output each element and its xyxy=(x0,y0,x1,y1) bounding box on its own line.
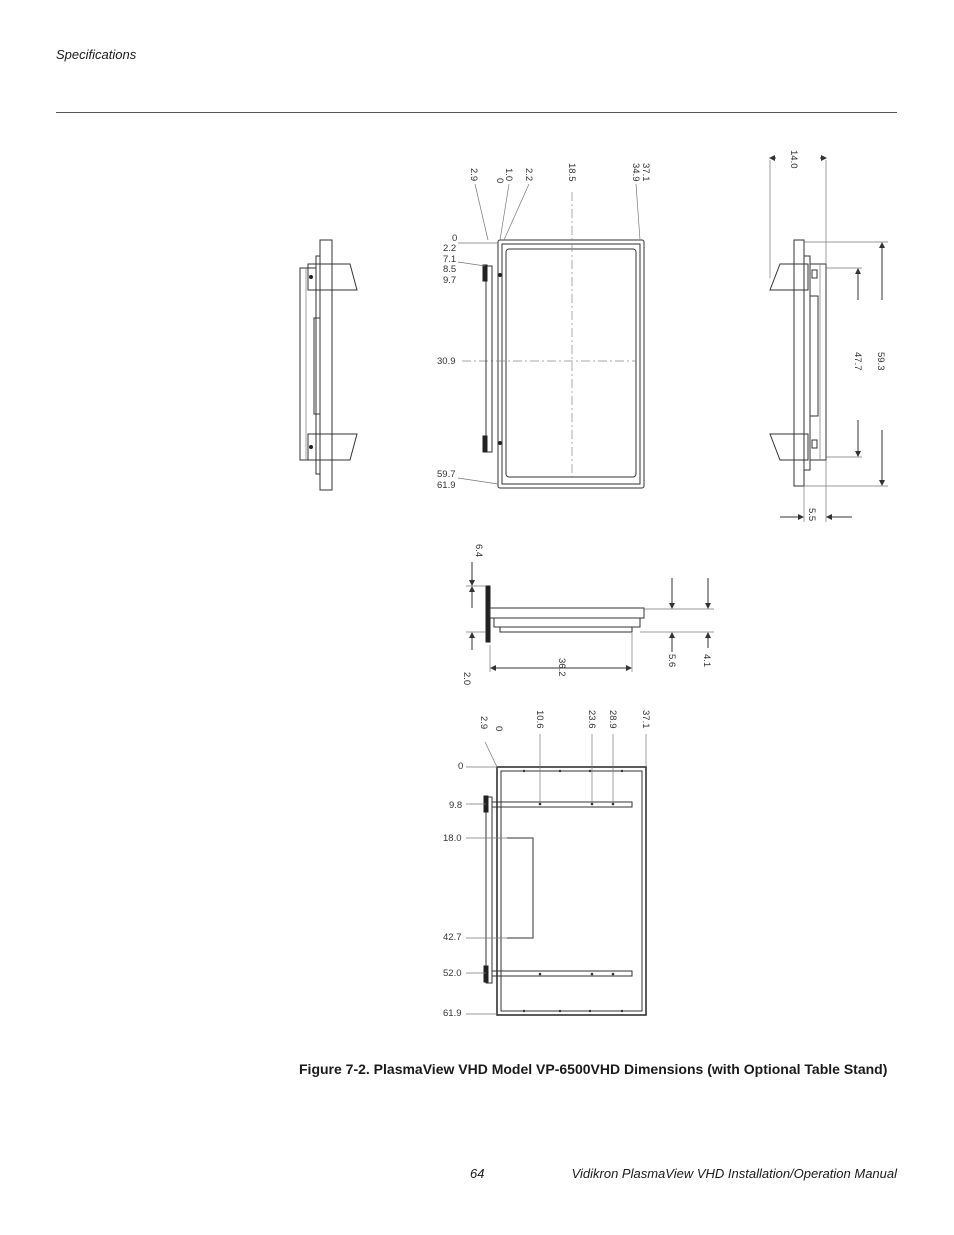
dim-14-0: 14.0 xyxy=(788,150,799,169)
rear-left-dims: 0 9.8 18.0 42.7 52.0 61.9 xyxy=(443,761,463,1019)
left-side-view xyxy=(299,239,358,491)
dim-6-4: 6.4 xyxy=(473,544,484,557)
dim-18-0: 18.0 xyxy=(443,833,462,844)
dim-2-9: 2.9 xyxy=(478,716,489,729)
rear-view xyxy=(466,734,647,1016)
header-rule xyxy=(56,112,897,113)
dim-42-7: 42.7 xyxy=(443,932,462,943)
dim-0: 0 xyxy=(452,233,457,244)
section-header: Specifications xyxy=(56,47,137,62)
dim-61-9: 61.9 xyxy=(443,1008,462,1019)
dim-2-9: 2.9 xyxy=(468,168,479,181)
dim-5-6: 5.6 xyxy=(666,654,677,667)
front-left-dims: 0 2.2 7.1 8.5 9.7 30.9 59.7 61.9 xyxy=(437,233,457,491)
right-side-dims: 14.0 47.7 59.3 5.5 xyxy=(788,150,886,521)
right-side-view xyxy=(769,155,888,522)
dim-18-5: 18.5 xyxy=(566,163,577,182)
manual-title: Vidikron PlasmaView VHD Installation/Ope… xyxy=(571,1166,897,1181)
dim-8-5: 8.5 xyxy=(443,264,456,275)
dim-2-0: 2.0 xyxy=(461,672,472,685)
dim-7-1: 7.1 xyxy=(443,254,456,265)
dim-10-6: 10.6 xyxy=(534,710,545,729)
front-view xyxy=(457,183,645,489)
top-view xyxy=(466,562,714,672)
dim-2-2: 2.2 xyxy=(523,168,534,181)
dim-36-2: 36.2 xyxy=(556,658,567,677)
rear-top-dims: 2.9 0 10.6 23.6 28.9 37.1 xyxy=(478,710,651,731)
dim-59-7: 59.7 xyxy=(437,469,456,480)
figure-caption: Figure 7-2. PlasmaView VHD Model VP-6500… xyxy=(299,1061,888,1077)
dim-0: 0 xyxy=(494,178,505,183)
dim-30-9: 30.9 xyxy=(437,356,456,367)
dim-34-9: 34.9 xyxy=(630,163,641,182)
page-number: 64 xyxy=(470,1166,485,1181)
dim-59-3: 59.3 xyxy=(875,352,886,371)
dim-0: 0 xyxy=(493,726,504,731)
dim-28-9: 28.9 xyxy=(607,710,618,729)
dim-47-7: 47.7 xyxy=(852,352,863,371)
front-top-dims: 2.9 1.0 0 2.2 18.5 37.1 34.9 xyxy=(468,163,651,183)
dim-23-6: 23.6 xyxy=(586,710,597,729)
dim-37-1: 37.1 xyxy=(640,163,651,182)
dim-2-2: 2.2 xyxy=(443,243,456,254)
dim-9-7: 9.7 xyxy=(443,275,456,286)
top-view-dims: 6.4 36.2 2.0 5.6 4.1 xyxy=(461,544,712,685)
dim-52-0: 52.0 xyxy=(443,968,462,979)
dim-4-1: 4.1 xyxy=(701,654,712,667)
dim-1-0: 1.0 xyxy=(503,168,514,181)
dim-0: 0 xyxy=(458,761,463,772)
dim-5-5: 5.5 xyxy=(806,508,817,521)
dim-61-9: 61.9 xyxy=(437,480,456,491)
dim-37-1: 37.1 xyxy=(640,710,651,729)
dim-9-8: 9.8 xyxy=(449,800,462,811)
